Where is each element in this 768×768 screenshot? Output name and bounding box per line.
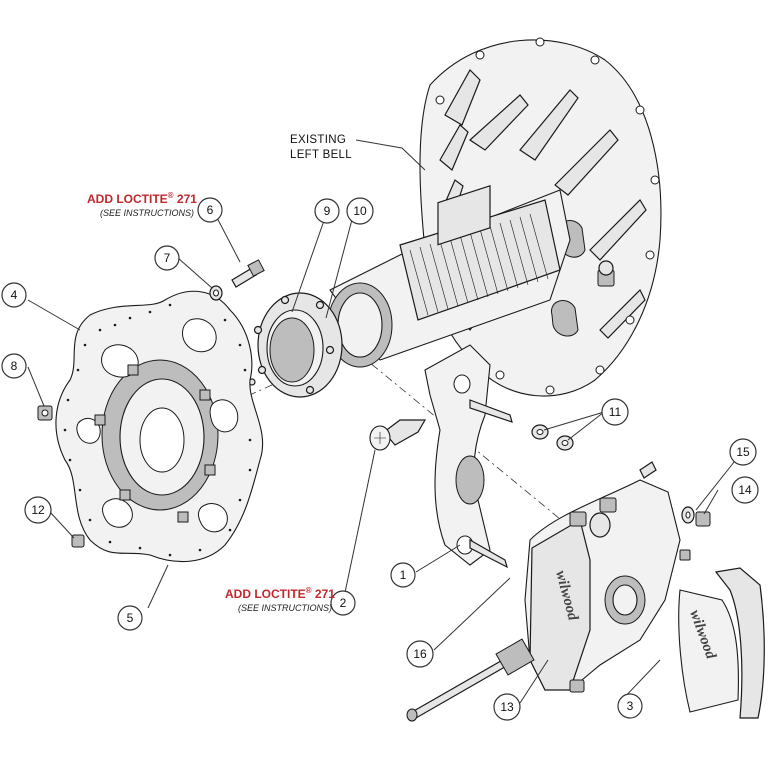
caliper: wilwood — [524, 461, 681, 693]
bolt-6 — [231, 259, 265, 288]
callout-5: 5 — [117, 605, 143, 631]
splined-adapter-ring — [241, 292, 343, 398]
callout-2: 2 — [330, 590, 356, 616]
nut-12 — [71, 534, 85, 548]
svg-text:4: 4 — [11, 288, 18, 302]
callout-12: 12 — [24, 496, 52, 524]
loctite-note-bottom: ADD LOCTITE® 271 (SEE INSTRUCTIONS) — [225, 586, 335, 613]
svg-text:11: 11 — [609, 405, 622, 419]
axle-tube — [327, 189, 571, 368]
callout-13: 13 — [493, 693, 521, 721]
svg-text:6: 6 — [207, 203, 214, 217]
callout-14: 14 — [731, 476, 759, 504]
svg-text:7: 7 — [164, 251, 171, 265]
svg-text:ADD LOCTITE® 271: ADD LOCTITE® 271 — [225, 586, 335, 601]
callout-15: 15 — [729, 438, 757, 466]
callout-11: 11 — [601, 398, 629, 426]
svg-text:(SEE INSTRUCTIONS): (SEE INSTRUCTIONS) — [238, 603, 332, 613]
svg-text:EXISTING: EXISTING — [290, 134, 346, 146]
loctite-note-top: ADD LOCTITE® 271 (SEE INSTRUCTIONS) — [87, 191, 197, 218]
svg-text:LEFT BELL: LEFT BELL — [290, 149, 352, 161]
existing-left-bell-label: EXISTING LEFT BELL — [290, 134, 352, 161]
callout-7: 7 — [154, 245, 180, 271]
callout-1: 1 — [390, 562, 416, 588]
svg-text:5: 5 — [127, 611, 134, 625]
nut-small — [679, 549, 691, 561]
callout-9: 9 — [314, 198, 340, 224]
callout-8: 8 — [1, 353, 27, 379]
callout-4: 4 — [1, 282, 27, 308]
svg-text:14: 14 — [738, 483, 752, 497]
bolt-2 — [369, 419, 427, 451]
nut-14 — [695, 511, 711, 527]
brake-pads: wilwood — [678, 567, 765, 719]
svg-text:16: 16 — [413, 647, 427, 661]
brake-rotor — [55, 290, 264, 563]
caliper-bolt-16 — [406, 638, 535, 722]
svg-text:12: 12 — [31, 503, 45, 517]
caliper-bracket — [424, 184, 513, 569]
svg-text:3: 3 — [627, 699, 634, 713]
svg-text:8: 8 — [11, 359, 18, 373]
callout-6: 6 — [197, 197, 223, 223]
svg-text:13: 13 — [500, 700, 514, 714]
svg-text:15: 15 — [736, 445, 750, 459]
svg-text:1: 1 — [400, 568, 407, 582]
svg-text:(SEE INSTRUCTIONS): (SEE INSTRUCTIONS) — [100, 208, 194, 218]
leader-lines — [27, 139, 743, 704]
callout-3: 3 — [617, 693, 643, 719]
callout-10: 10 — [346, 197, 374, 225]
svg-text:10: 10 — [353, 204, 367, 218]
svg-text:2: 2 — [340, 596, 347, 610]
callout-16: 16 — [406, 640, 434, 668]
svg-text:9: 9 — [324, 204, 331, 218]
svg-text:ADD LOCTITE® 271: ADD LOCTITE® 271 — [87, 191, 197, 206]
